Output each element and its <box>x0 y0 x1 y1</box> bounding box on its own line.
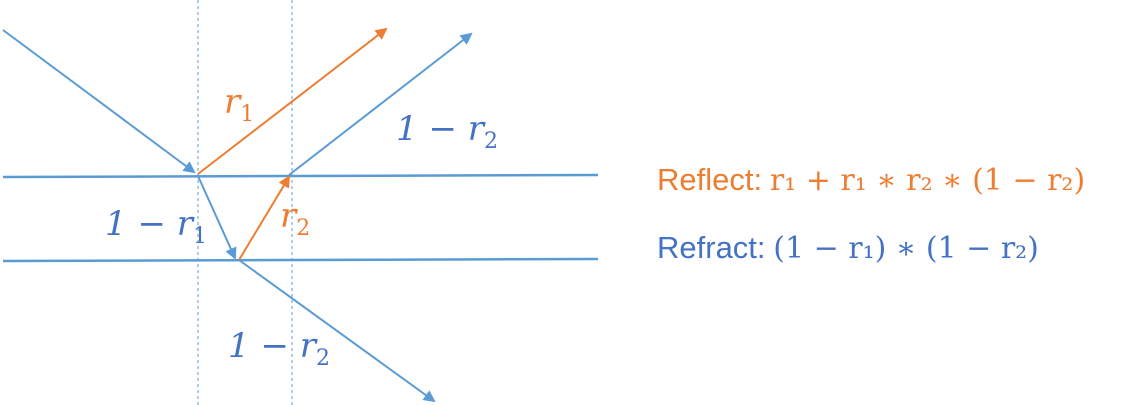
reflect-formula: Reflect: r₁ + r₁ ∗ r₂ ∗ (1 − r₂) <box>657 162 1085 198</box>
refracted-ray-inside <box>197 175 237 260</box>
reflect-word: Reflect: <box>657 162 763 197</box>
label-r2: r2 <box>280 196 310 241</box>
refract-formula: Refract: (1 − r₁) ∗ (1 − r₂) <box>657 230 1039 266</box>
internal-reflected-ray-r2 <box>238 175 291 261</box>
label-one-minus-r1: 1 − r1 <box>105 204 207 249</box>
label-one-minus-r2-top: 1 − r2 <box>396 109 498 154</box>
bottom-surface-line <box>2 257 599 263</box>
label-one-minus-r2-bottom: 1 − r2 <box>228 326 330 371</box>
transmitted-ray-bottom <box>238 259 436 403</box>
reflect-expression: r₁ + r₁ ∗ r₂ ∗ (1 − r₂) <box>769 163 1086 198</box>
incident-ray <box>2 29 196 174</box>
refract-expression: (1 − r₁) ∗ (1 − r₂) <box>773 231 1039 266</box>
reflected-ray-r1 <box>197 27 388 175</box>
refract-word: Refract: <box>657 230 766 265</box>
label-r1: r1 <box>224 82 254 127</box>
top-surface-line <box>2 173 599 179</box>
exit-ray-top <box>288 32 473 176</box>
